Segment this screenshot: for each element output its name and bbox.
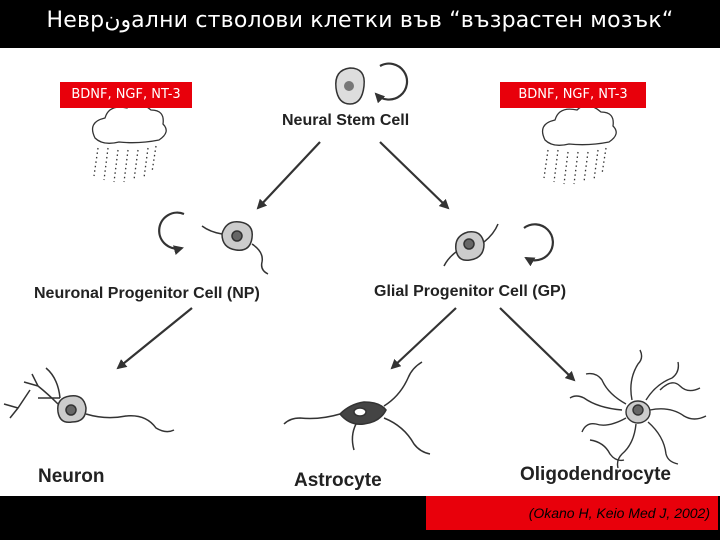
rain-cloud-icon xyxy=(91,102,167,183)
self-renewal-arrow-icon xyxy=(374,62,409,104)
arrow-stem-to-gp xyxy=(379,141,450,210)
neuron-label: Neuron xyxy=(38,466,105,487)
self-renewal-arrow-icon xyxy=(523,223,554,267)
oligodendrocyte-cell-icon xyxy=(569,349,707,469)
astrocyte-cell-icon xyxy=(283,361,431,455)
cell-icon xyxy=(335,67,365,105)
neuron-cell-icon xyxy=(3,367,175,433)
astrocyte-label: Astrocyte xyxy=(294,470,382,491)
oligodendrocyte-label: Oligodendrocyte xyxy=(520,464,671,485)
growth-factors-right-box: BDNF, NGF, NT-3 xyxy=(500,82,646,108)
citation-text: (Okano H, Keio Med J, 2002) xyxy=(528,505,710,521)
arrow-gp-to-oligo xyxy=(499,307,576,382)
cell-icon xyxy=(443,223,499,267)
neuronal-progenitor-label: Neuronal Progenitor Cell (NP) xyxy=(34,285,260,302)
citation-box: (Okano H, Keio Med J, 2002) xyxy=(426,496,718,530)
neural-stem-cell-label: Neural Stem Cell xyxy=(282,112,410,129)
arrow-gp-to-astrocyte xyxy=(390,307,457,370)
rain-cloud-icon xyxy=(541,104,617,185)
growth-factors-left-label: BDNF, NGF, NT-3 xyxy=(71,87,181,102)
growth-factors-right-label: BDNF, NGF, NT-3 xyxy=(518,87,628,102)
title-bar: Неврونални стволови клетки във “възрасте… xyxy=(0,0,720,48)
glial-progenitor-label: Glial Progenitor Cell (GP) xyxy=(374,283,567,300)
arrow-stem-to-np xyxy=(256,141,321,210)
cell-icon xyxy=(201,221,269,275)
arrow-np-to-neuron xyxy=(116,307,193,370)
growth-factors-left-box: BDNF, NGF, NT-3 xyxy=(60,82,192,108)
slide-title: Неврونални стволови клетки във “възрасте… xyxy=(46,8,674,33)
self-renewal-arrow-icon xyxy=(158,211,185,255)
